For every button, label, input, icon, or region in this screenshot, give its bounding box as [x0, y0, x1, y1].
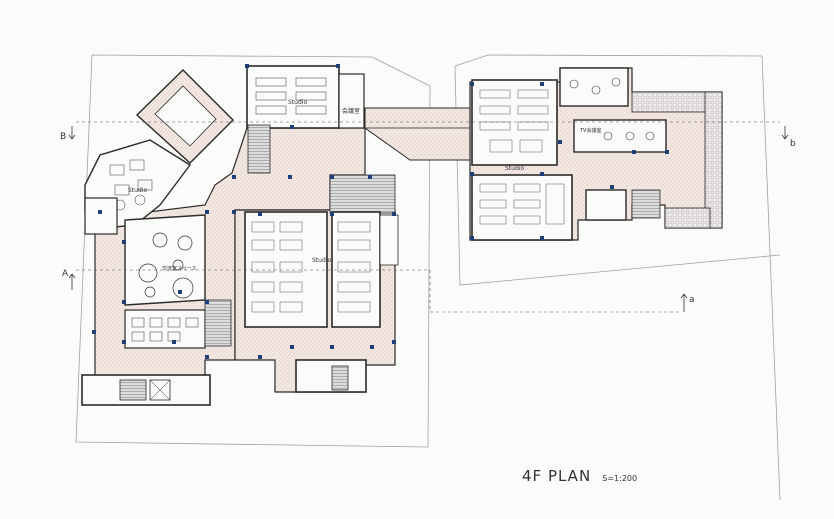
- room-label-studio-top: Studio: [288, 99, 307, 106]
- structural-columns: [92, 64, 669, 359]
- section-mark-b-right: b: [790, 139, 796, 149]
- room-label-meeting: 会議室: [342, 107, 360, 115]
- room-label-studio-right: Studio: [505, 165, 524, 172]
- plan-title: 4F PLAN: [522, 467, 592, 485]
- plan-title-block: 4F PLAN S=1:200: [522, 466, 637, 485]
- room-label-tv-meeting: TV会議室: [579, 127, 601, 134]
- section-mark-b-left: B: [60, 132, 66, 142]
- plan-scale: S=1:200: [602, 474, 638, 483]
- section-arrows: [68, 126, 789, 312]
- section-mark-a-right: a: [689, 295, 695, 305]
- section-lines: [76, 121, 780, 313]
- room-label-studio-left: Studio: [128, 187, 147, 194]
- section-mark-a-left: A: [62, 269, 69, 279]
- bridge: [364, 107, 471, 161]
- room-label-lounge: 交流室スペース: [162, 265, 196, 272]
- center-wing: [234, 174, 399, 393]
- left-wing: [81, 65, 366, 406]
- right-wing: [469, 67, 723, 241]
- room-label-studio-center: Studio: [312, 257, 331, 264]
